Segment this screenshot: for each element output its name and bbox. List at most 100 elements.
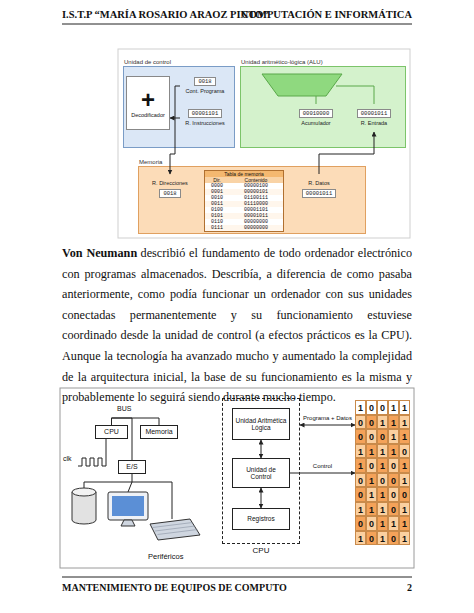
box-label: + bbox=[141, 88, 155, 112]
memory-panel: R. Direcciones 0018 Tabla de memoriaDir.Co… bbox=[138, 166, 366, 234]
footer-rule bbox=[62, 577, 412, 578]
cpu-region: Unidad Aritmética LógicaUnidad de Contro… bbox=[222, 398, 300, 544]
memory-bit: 1 bbox=[355, 531, 366, 546]
register-value: 0018 bbox=[194, 77, 215, 86]
memory-bit: 1 bbox=[355, 458, 366, 473]
connector-label: Programa + Datos bbox=[302, 415, 353, 422]
memory-bit: 0 bbox=[355, 473, 366, 488]
panel-heading: Unidad aritmético-lógica (ALU) bbox=[241, 58, 323, 66]
memory-bit: 1 bbox=[399, 429, 410, 444]
connector bbox=[112, 418, 160, 425]
memory-bit: 0 bbox=[399, 487, 410, 502]
box-label: Decodificador bbox=[131, 112, 165, 119]
memory-bit: 0 bbox=[366, 400, 377, 415]
memory-bit: 1 bbox=[388, 429, 399, 444]
memory-bit: 1 bbox=[399, 458, 410, 473]
memory-bit: 0 bbox=[366, 415, 377, 430]
register-value: 0018 bbox=[159, 189, 180, 198]
memory-bit: 1 bbox=[366, 487, 377, 502]
keyboard-keys bbox=[153, 523, 198, 535]
alu-wire bbox=[374, 86, 375, 104]
register: 00001101R. Instrucciones bbox=[180, 104, 230, 132]
register-name: R. Direcciones bbox=[152, 180, 188, 187]
register-name: R. Instrucciones bbox=[185, 120, 224, 127]
memory-bit: 0 bbox=[388, 458, 399, 473]
table-cell: 00000000 bbox=[229, 225, 283, 231]
page-number: 2 bbox=[407, 582, 412, 593]
register: R. Direcciones 0018 bbox=[146, 174, 194, 204]
peripherals-label: Periféricos bbox=[148, 552, 183, 561]
connector bbox=[290, 473, 355, 474]
memory-bit: 1 bbox=[388, 516, 399, 531]
alu-wire bbox=[316, 96, 317, 104]
register-name: R. Datos bbox=[308, 180, 329, 187]
box-label: E/S bbox=[126, 463, 137, 471]
clock-signal bbox=[78, 439, 106, 466]
memory-bit: 1 bbox=[388, 400, 399, 415]
box-label: Unidad Aritmética Lógica bbox=[235, 417, 287, 432]
register: 00010000Acumulador bbox=[292, 104, 340, 132]
connector bbox=[170, 118, 180, 119]
connector-label: Control bbox=[312, 463, 333, 470]
control-unit-box: Unidad de Control bbox=[232, 458, 290, 488]
decoder-box: +Decodificador bbox=[126, 76, 170, 130]
memory-bit: 1 bbox=[399, 516, 410, 531]
monitor-stand bbox=[121, 520, 135, 526]
figure-frame bbox=[60, 388, 414, 568]
memory-bit: 1 bbox=[377, 458, 388, 473]
alu-box: Unidad Aritmética Lógica bbox=[232, 408, 290, 440]
box-label: Registros bbox=[247, 515, 274, 523]
connector bbox=[112, 418, 133, 460]
memory-bit: 1 bbox=[388, 444, 399, 459]
table-cell: 0111 bbox=[205, 225, 229, 231]
paragraph-text: describió el fundamento de todo ordenado… bbox=[62, 246, 412, 404]
registers-box: Registros bbox=[232, 508, 290, 530]
memory-bit: 1 bbox=[377, 444, 388, 459]
memory-grid: 1001100111000111111010101010010110011101… bbox=[355, 400, 410, 545]
memory-bit: 0 bbox=[388, 531, 399, 546]
memory-bit: 1 bbox=[399, 502, 410, 517]
memory-bit: 0 bbox=[366, 458, 377, 473]
memory-bit: 1 bbox=[355, 502, 366, 517]
register-value: 00001011 bbox=[302, 189, 336, 198]
memory-bit: 1 bbox=[377, 415, 388, 430]
figure-frame bbox=[118, 49, 410, 238]
memory-bit: 1 bbox=[399, 473, 410, 488]
memory-bit: 1 bbox=[399, 415, 410, 430]
memory-bit: 0 bbox=[355, 429, 366, 444]
register-value: 00010000 bbox=[299, 109, 333, 118]
memory-bit: 0 bbox=[388, 502, 399, 517]
memory-bit: 1 bbox=[355, 400, 366, 415]
memory-bit: 1 bbox=[399, 531, 410, 546]
keyboard-icon bbox=[150, 519, 200, 540]
panel-heading: Memoria bbox=[139, 158, 162, 166]
header-rule bbox=[62, 24, 412, 25]
panel-heading: Unidad de control bbox=[124, 58, 171, 66]
register: R. Datos 00001011 bbox=[294, 174, 344, 204]
memory-bit: 0 bbox=[355, 487, 366, 502]
memory-table: Tabla de memoriaDir.Contenido00000000010… bbox=[204, 170, 284, 232]
memory-bit: 1 bbox=[377, 531, 388, 546]
header-text: COMPUTACIÓN E INFORMÁTICA bbox=[241, 9, 412, 20]
register-name: Acumulador bbox=[301, 120, 330, 127]
memory-bit: 0 bbox=[377, 400, 388, 415]
memory-bit: 1 bbox=[388, 415, 399, 430]
memory-box: Memoria bbox=[140, 425, 178, 439]
monitor-icon bbox=[108, 492, 148, 520]
memory-bit: 0 bbox=[355, 415, 366, 430]
panel-heading: CPU bbox=[253, 546, 270, 556]
connector bbox=[300, 425, 355, 426]
memory-bit: 0 bbox=[388, 487, 399, 502]
paragraph: Von Neumanndescribió el fundamento de to… bbox=[62, 243, 412, 408]
monitor-screen bbox=[112, 496, 144, 516]
memory-bit: 1 bbox=[366, 473, 377, 488]
io-box: E/S bbox=[118, 460, 146, 474]
register-name: R. Entrada bbox=[361, 120, 387, 127]
memory-bit: 1 bbox=[366, 444, 377, 459]
footer-text: MANTENIMIENTO DE EQUIPOS DE COMPUTO bbox=[62, 582, 287, 593]
memory-bit: 0 bbox=[377, 473, 388, 488]
memory-bit: 0 bbox=[388, 473, 399, 488]
connector bbox=[261, 488, 262, 508]
disk-icon bbox=[72, 488, 96, 496]
register-value: 00001011 bbox=[357, 109, 391, 118]
